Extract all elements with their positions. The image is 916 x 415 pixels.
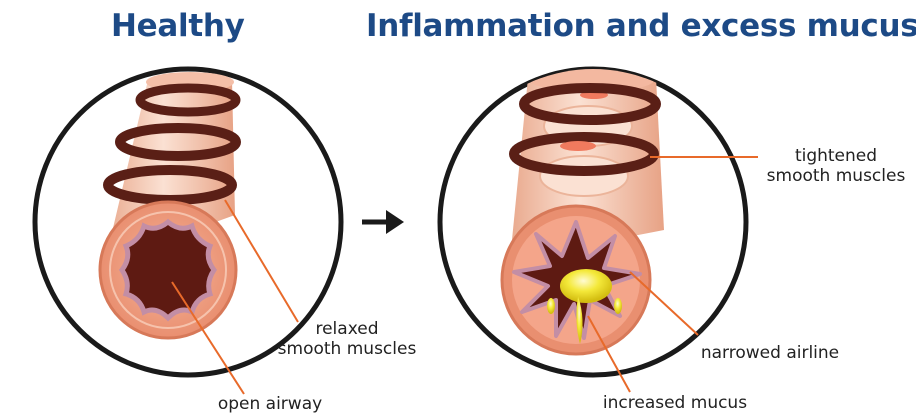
label-narrowed-airline: narrowed airline xyxy=(690,343,850,363)
label-relaxed-line1: relaxed xyxy=(272,319,422,339)
arrow-right-icon xyxy=(362,210,404,234)
label-tightened-line1: tightened xyxy=(758,146,914,166)
label-relaxed-line2: smooth muscles xyxy=(272,339,422,359)
label-open-airway: open airway xyxy=(205,394,335,414)
mucus-blob xyxy=(560,269,612,303)
inflamed-bronchus-illustration xyxy=(502,68,664,354)
label-increased-mucus: increased mucus xyxy=(595,393,755,413)
label-tightened-line2: smooth muscles xyxy=(758,166,914,186)
label-relaxed-smooth-muscles: relaxed smooth muscles xyxy=(272,319,422,359)
label-tightened-smooth-muscles: tightened smooth muscles xyxy=(758,146,914,186)
